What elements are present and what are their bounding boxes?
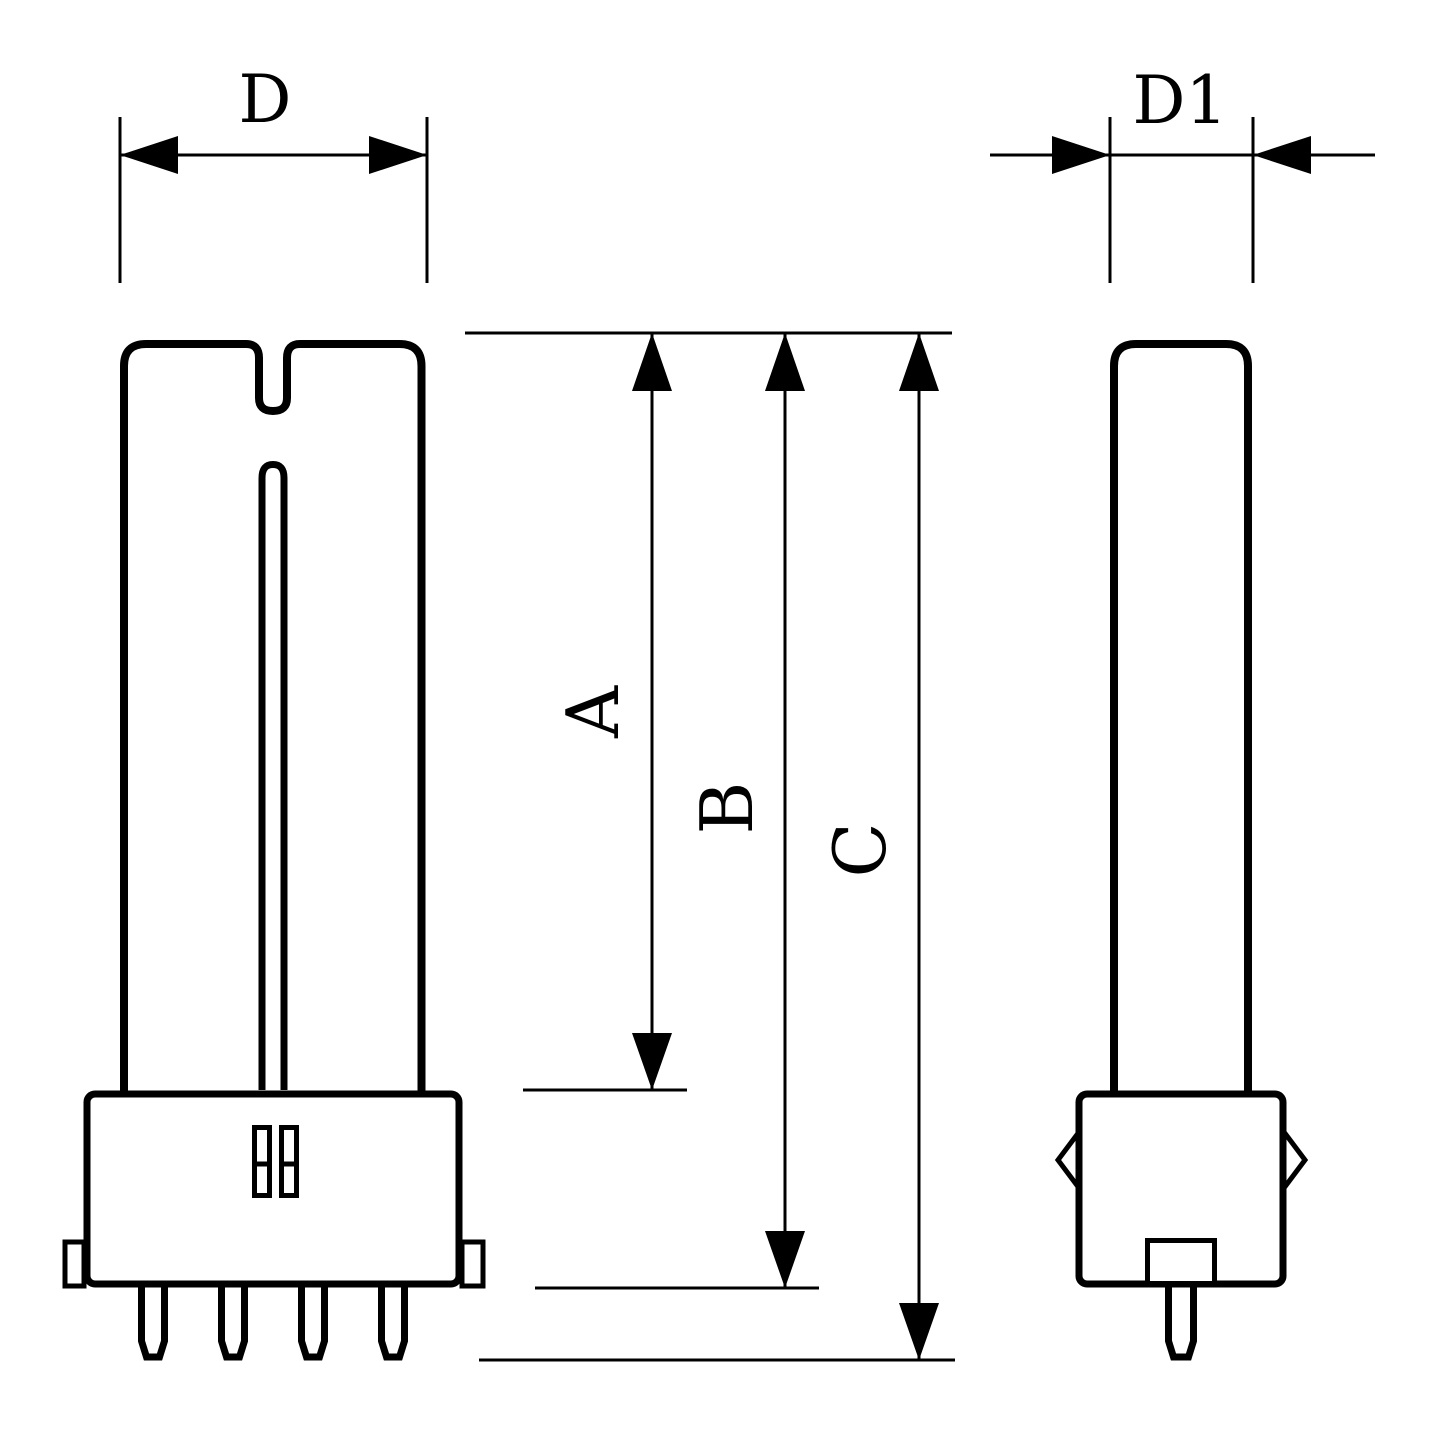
- pin-3: [298, 1280, 328, 1361]
- pin-4: [378, 1280, 408, 1361]
- b-arrowhead-top: [765, 333, 805, 391]
- base-tab-left: [62, 1239, 87, 1289]
- side-tab-right: [1282, 1130, 1309, 1190]
- d-arrowhead-right: [369, 136, 427, 174]
- a-label: A: [551, 685, 635, 739]
- dimension-d: D: [118, 61, 429, 283]
- dimension-d1: D1: [990, 62, 1375, 283]
- c-arrowhead-bottom: [899, 1303, 939, 1360]
- c-arrowhead-top: [899, 333, 939, 391]
- d1-arrowhead-right: [1253, 136, 1311, 174]
- tube-gap-slot: [258, 460, 288, 1090]
- side-tube-outline: [1110, 340, 1252, 1092]
- d1-label: D1: [1133, 62, 1228, 139]
- lamp-base: [83, 1090, 463, 1288]
- side-pin: [1165, 1280, 1197, 1361]
- d1-arrowhead-left: [1052, 136, 1110, 174]
- b-arrowhead-bottom: [765, 1231, 805, 1288]
- side-tab-left: [1054, 1130, 1081, 1190]
- a-arrowhead-bottom: [632, 1033, 672, 1090]
- a-arrowhead-top: [632, 333, 672, 391]
- c-label: C: [818, 822, 902, 877]
- base-tab-right: [459, 1239, 486, 1289]
- b-label: B: [685, 782, 769, 835]
- pin-2: [218, 1280, 248, 1361]
- pin-1: [138, 1280, 168, 1361]
- base-key-right: [279, 1125, 299, 1198]
- lamp-side-view: [1054, 340, 1309, 1361]
- dimension-b: B: [535, 333, 819, 1290]
- side-base-notch: [1145, 1238, 1217, 1286]
- lamp-front-view: [62, 340, 486, 1361]
- d-label: D: [239, 61, 292, 138]
- tube-outline: [120, 340, 426, 1092]
- base-key-left: [252, 1125, 272, 1198]
- dimension-c: C: [479, 333, 955, 1362]
- d-arrowhead-left: [120, 136, 178, 174]
- dimension-a: A: [523, 333, 687, 1092]
